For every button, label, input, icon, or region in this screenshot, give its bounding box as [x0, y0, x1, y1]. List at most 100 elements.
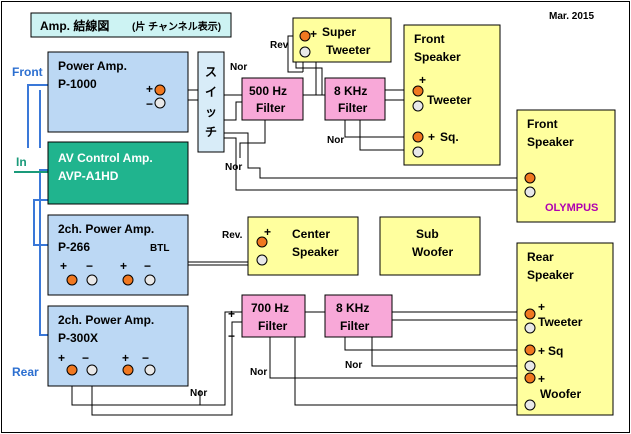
wire-300x-700b	[91, 321, 242, 416]
switch-char-3: ッ	[205, 105, 217, 119]
p300x-terminal-1	[66, 364, 78, 376]
wire-nor-olympus	[224, 132, 526, 179]
center-line1: Center	[292, 227, 330, 241]
rear-wf-plus-terminal	[524, 372, 536, 384]
av-line2: AVP-A1HD	[58, 169, 119, 183]
p266-terminal-3	[122, 274, 134, 286]
oly-line1: Front	[527, 117, 558, 131]
wire-700-woofer2	[294, 335, 526, 406]
rear-sq-minus-terminal	[524, 360, 536, 372]
st-rev-label: Rev	[270, 40, 289, 51]
av-line1: AV Control Amp.	[58, 151, 153, 165]
rear-wf-plus: +	[538, 372, 545, 386]
p300x-minus2: −	[142, 351, 149, 365]
title-note: (片 チャンネル表示)	[132, 20, 221, 33]
nor-label-rear: Nor	[190, 388, 207, 399]
center-plus: +	[264, 225, 271, 239]
f8k-top-line2: Filter	[338, 101, 368, 115]
p300x-line2: P-300X	[58, 331, 98, 345]
filter-500hz	[241, 77, 304, 121]
f700-line2: Filter	[258, 319, 288, 333]
p266-plus2: +	[120, 259, 127, 273]
f500-line1: 500 Hz	[249, 84, 287, 98]
wire-700-woofer	[269, 335, 526, 379]
rear-sq-plus: +	[538, 344, 545, 358]
p1000-plus-sign: +	[146, 82, 153, 96]
rear-sq-plus-terminal	[524, 344, 536, 356]
rear-sq-label: Sq	[548, 344, 563, 358]
st-line1: Super	[322, 25, 356, 39]
wire-8k-rear-sq	[344, 335, 526, 351]
fs-tweeter-label: Tweeter	[427, 93, 472, 107]
center-rev-label: Rev.	[222, 230, 243, 241]
p266-btl: BTL	[150, 243, 169, 254]
wire-8k-sq2	[359, 120, 415, 151]
fs-tweeter-plus-terminal	[412, 85, 424, 97]
fs-sq-label: Sq.	[440, 130, 459, 144]
switch-char-4: チ	[205, 125, 217, 139]
oly-plus-terminal	[524, 172, 536, 184]
wire-st-plus	[287, 35, 303, 73]
st-plus-terminal	[299, 30, 311, 42]
st-line2: Tweeter	[326, 43, 371, 57]
f700-line1: 700 Hz	[251, 301, 289, 315]
p300x-terminal-4	[144, 364, 156, 376]
nor-label-700: Nor	[250, 367, 267, 378]
p266-line2: P-266	[58, 240, 90, 254]
fs-sq-plus-terminal	[412, 131, 424, 143]
rear-tw-minus-terminal	[524, 322, 536, 334]
p1000-plus-terminal	[154, 84, 166, 96]
rear-tw-plus: +	[538, 300, 545, 314]
p1000-line1: Power Amp.	[58, 59, 127, 73]
p266-line1: 2ch. Power Amp.	[58, 222, 154, 236]
nor-label-switch: Nor	[230, 62, 247, 73]
diagram-title: Amp. 結線図	[40, 18, 109, 33]
nor-label-8k-top: Nor	[327, 135, 344, 146]
wire-8k-sq	[344, 120, 415, 138]
p266-terminal-2	[86, 274, 98, 286]
nor-label-8k-bottom: Nor	[345, 360, 362, 371]
p266-terminal-1	[66, 274, 78, 286]
p1000-minus-sign: −	[146, 97, 153, 111]
front-input-line	[27, 84, 48, 148]
p300x-minus1: −	[82, 351, 89, 365]
filter-700hz	[241, 294, 306, 338]
rear-line1: Rear	[527, 250, 554, 264]
fs-line2: Speaker	[414, 50, 461, 64]
rear-tweeter-label: Tweeter	[538, 315, 583, 329]
p300x-terminal-2	[86, 364, 98, 376]
rear-input-line	[39, 169, 48, 336]
p300x-plus2: +	[122, 351, 129, 365]
fs-sq-minus-terminal	[412, 146, 424, 158]
f700-plus: +	[228, 307, 235, 321]
oly-minus-terminal	[524, 186, 536, 198]
av-control-amp	[47, 141, 189, 205]
switch-char-1: ス	[205, 65, 217, 79]
sub-line1: Sub	[416, 227, 439, 241]
p300x-line1: 2ch. Power Amp.	[58, 313, 154, 327]
rear-wf-minus-terminal	[524, 399, 536, 411]
title-box	[30, 12, 232, 38]
p1000-line2: P-1000	[58, 77, 97, 91]
p300x-terminal-3	[122, 364, 134, 376]
rear-line2: Speaker	[527, 268, 574, 282]
wire-nor-olympus2	[224, 137, 526, 191]
f8k-top-line1: 8 KHz	[334, 84, 367, 98]
fs-tweeter-plus: +	[419, 73, 426, 87]
p266-terminal-4	[144, 274, 156, 286]
sub-woofer-box	[379, 216, 481, 276]
fs-tweeter-minus-terminal	[412, 100, 424, 112]
center-speaker-box	[247, 216, 359, 276]
st-minus-terminal	[299, 46, 311, 58]
rear-woofer-label: Woofer	[540, 387, 581, 401]
filter-8khz-bottom	[324, 294, 393, 338]
rear-label: Rear	[12, 365, 39, 379]
filter-8khz-top	[324, 77, 386, 121]
fs-sq-plus: +	[428, 130, 435, 144]
p266-minus1: −	[86, 259, 93, 273]
rear-tw-plus-terminal	[524, 308, 536, 320]
oly-line2: Speaker	[527, 135, 574, 149]
olympus-speaker-box	[516, 109, 616, 223]
sub-line2: Woofer	[412, 245, 453, 259]
